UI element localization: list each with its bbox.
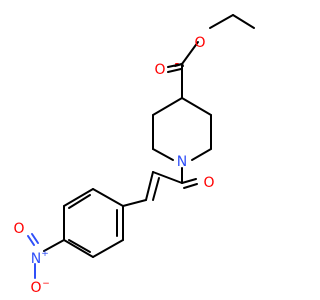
bond-benzene-3 bbox=[63, 239, 94, 258]
bond-benzene-inner-3 bbox=[68, 194, 91, 209]
bond-nitro-n-o1 bbox=[27, 235, 35, 246]
bond-nitro-n-o1b bbox=[31, 233, 39, 244]
bond-amide-c-alkene bbox=[152, 171, 183, 184]
bond-benzene-nitro bbox=[43, 239, 65, 252]
bond-ring-6 bbox=[152, 97, 183, 116]
bond-alkene-phenyl bbox=[122, 199, 147, 207]
bond-ring-3 bbox=[191, 148, 212, 161]
bond-benzene-inner-2 bbox=[68, 239, 91, 253]
nitro-o-bottom-label: O bbox=[30, 280, 41, 296]
nitro-n-charge: + bbox=[41, 249, 49, 259]
bond-ester-c-o2 bbox=[167, 68, 182, 73]
bond-benzene-6 bbox=[92, 188, 124, 207]
bond-amide-co-1 bbox=[181, 178, 197, 184]
bond-ring-1 bbox=[181, 97, 212, 116]
bond-alkene-1 bbox=[145, 171, 154, 201]
structure-diagram: O O N O N + O O − bbox=[13, 14, 255, 296]
bond-ring-4 bbox=[152, 148, 174, 161]
bond-benzene-5 bbox=[63, 188, 94, 207]
ester-o-single-label: O bbox=[194, 35, 205, 51]
bond-benzene-2 bbox=[92, 239, 124, 258]
bond-ethyl-ch2-o bbox=[209, 14, 234, 29]
amide-o-label: O bbox=[203, 175, 214, 191]
ring-n-label: N bbox=[177, 154, 187, 170]
bond-alkene-2 bbox=[152, 177, 160, 201]
bond-ester-c-o1 bbox=[167, 63, 183, 68]
bond-ester-o-c bbox=[181, 41, 199, 65]
bond-ethyl-ch3-ch2 bbox=[232, 14, 255, 29]
bond-amide-co-2 bbox=[183, 183, 198, 189]
molecule-canvas: O O N O N + O O − bbox=[13, 14, 255, 296]
ester-o-carbonyl-label: O bbox=[154, 62, 165, 78]
nitro-o-top-label: O bbox=[13, 221, 24, 237]
nitro-n-label: N bbox=[31, 251, 41, 267]
nitro-o-bottom-charge: − bbox=[42, 279, 50, 289]
